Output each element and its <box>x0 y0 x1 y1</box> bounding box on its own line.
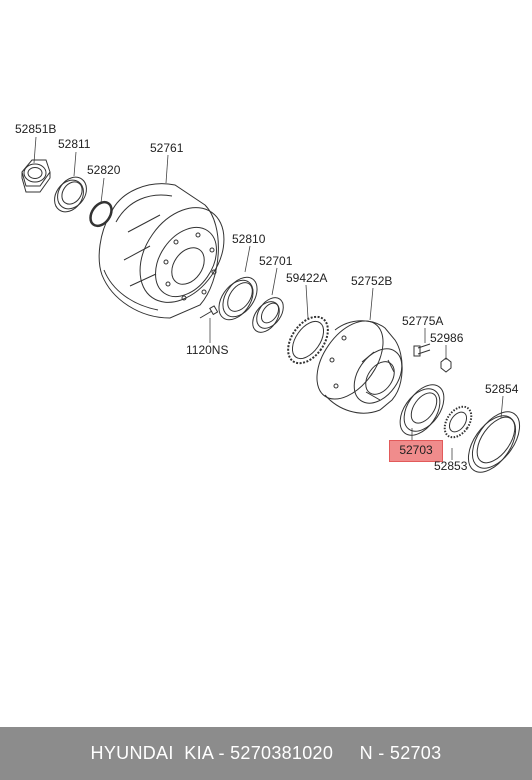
o-ring-52820 <box>89 200 113 228</box>
label-59422a[interactable]: 59422A <box>286 271 328 285</box>
label-52761[interactable]: 52761 <box>150 141 184 155</box>
leader-lines <box>33 136 504 460</box>
nut-52986 <box>440 357 452 373</box>
footer-bar: HYUNDAI KIA - 5270381020 N - 52703 <box>0 727 532 780</box>
footer-text: HYUNDAI KIA - 5270381020 N - 52703 <box>90 743 442 763</box>
bearing-52701 <box>252 297 284 333</box>
seal-52854 <box>467 411 521 473</box>
label-52701[interactable]: 52701 <box>259 254 293 268</box>
label-52853[interactable]: 52853 <box>434 459 468 473</box>
label-52820[interactable]: 52820 <box>87 163 121 177</box>
label-52811[interactable]: 52811 <box>58 137 91 151</box>
tone-wheel-59422a <box>287 315 329 365</box>
tone-wheel-inner <box>291 320 325 360</box>
highlight-box <box>389 440 443 462</box>
lock-nut-52851b <box>21 159 51 193</box>
hub-52752b <box>316 320 403 414</box>
label-52752b[interactable]: 52752B <box>351 274 393 288</box>
label-1120ns[interactable]: 1120NS <box>186 343 229 357</box>
stud-52775a <box>413 343 431 357</box>
bearing-cage-52853 <box>443 405 473 439</box>
exploded-parts-diagram <box>21 136 521 473</box>
seal-52810 <box>218 276 258 321</box>
seal-52811 <box>54 176 87 213</box>
bearing-52703 <box>399 384 445 436</box>
label-52703[interactable]: 52703 <box>399 443 433 457</box>
bolt-1120ns <box>199 305 219 319</box>
label-52986[interactable]: 52986 <box>430 331 464 345</box>
brake-drum-52761 <box>98 183 225 319</box>
label-52854[interactable]: 52854 <box>485 382 519 396</box>
label-52810[interactable]: 52810 <box>232 232 266 246</box>
label-52851b[interactable]: 52851B <box>15 122 57 136</box>
label-52775a[interactable]: 52775A <box>402 314 444 328</box>
